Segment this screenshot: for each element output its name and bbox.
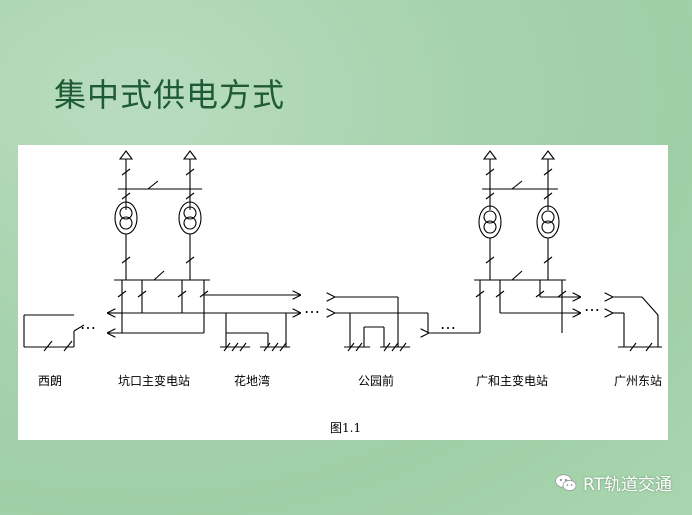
station-gongyuanqian bbox=[334, 297, 458, 352]
ellipsis-4: … bbox=[584, 296, 600, 315]
station-label-gongyuanqian: 公园前 bbox=[358, 373, 394, 388]
substation-guanghe bbox=[458, 150, 580, 334]
station-huadiwan bbox=[220, 313, 290, 352]
station-guangzhoudong bbox=[612, 297, 662, 352]
ellipsis-1: … bbox=[80, 314, 96, 333]
watermark-text: RT轨道交通 bbox=[583, 475, 672, 495]
wechat-icon bbox=[555, 473, 577, 491]
substation-kengkou bbox=[108, 150, 300, 333]
station-xilang bbox=[23, 314, 85, 352]
station-label-huadiwan: 花地湾 bbox=[234, 373, 270, 388]
station-label-xilang: 西朗 bbox=[38, 374, 62, 388]
ellipsis-3: … bbox=[440, 314, 456, 333]
figure-caption: 图1.1 bbox=[330, 421, 361, 435]
slide-title: 集中式供电方式 bbox=[54, 76, 286, 114]
station-label-guangzhoudong: 广州东站 bbox=[614, 374, 662, 388]
power-supply-diagram: … … … … bbox=[23, 150, 662, 435]
ellipsis-2: … bbox=[304, 298, 320, 317]
diagram-panel: … … … … bbox=[18, 145, 668, 440]
station-label-kengkou: 坑口主变电站 bbox=[118, 373, 190, 388]
station-label-guanghe: 广和主变电站 bbox=[476, 373, 548, 388]
watermark: RT轨道交通 bbox=[555, 470, 672, 495]
